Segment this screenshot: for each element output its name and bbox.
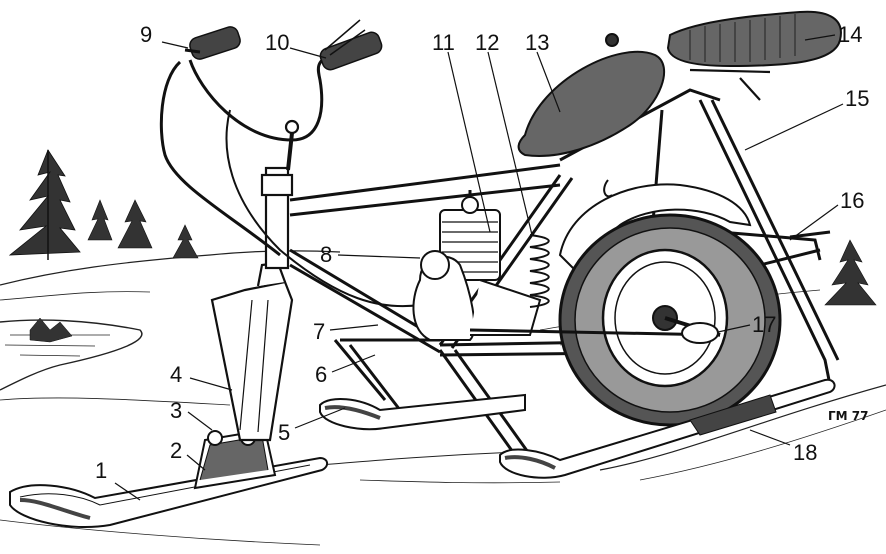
spring-shock [529, 234, 550, 308]
bush-left-river [29, 317, 73, 343]
label-13: 13 [525, 30, 549, 55]
right-grip [319, 19, 383, 71]
left-grip [184, 26, 241, 60]
label-11: 11 [432, 30, 455, 55]
artist-signature: ΓМ 77 [828, 409, 868, 423]
tree-small-2 [117, 199, 153, 249]
label-14: 14 [838, 22, 862, 47]
front-ski [9, 456, 328, 529]
middle-ski [319, 393, 526, 431]
label-16: 16 [840, 188, 864, 213]
tree-small-3 [172, 224, 199, 259]
label-4: 4 [170, 362, 182, 387]
front-fork [210, 119, 300, 442]
engine [412, 190, 542, 341]
label-12: 12 [475, 30, 499, 55]
label-8: 8 [320, 242, 332, 267]
rear-ski [499, 378, 836, 479]
seat [666, 10, 842, 101]
label-18: 18 [793, 440, 817, 465]
tree-small-1 [87, 199, 113, 241]
tree-left [8, 149, 81, 260]
rear-wheel [558, 213, 782, 427]
label-10: 10 [265, 30, 289, 55]
tree-right [824, 239, 877, 306]
callout-labels: 1 2 3 4 5 6 7 8 9 10 11 12 13 14 15 16 1… [95, 22, 869, 483]
label-7: 7 [313, 319, 325, 344]
label-17: 17 [752, 312, 776, 337]
label-2: 2 [170, 438, 182, 463]
label-1: 1 [95, 458, 107, 483]
label-6: 6 [315, 362, 327, 387]
label-5: 5 [278, 420, 290, 445]
leader-lines [114, 34, 844, 501]
label-15: 15 [845, 86, 869, 111]
fuel-tank [517, 33, 665, 157]
label-3: 3 [170, 398, 182, 423]
drive-shaft [469, 322, 721, 344]
label-9: 9 [140, 22, 152, 47]
